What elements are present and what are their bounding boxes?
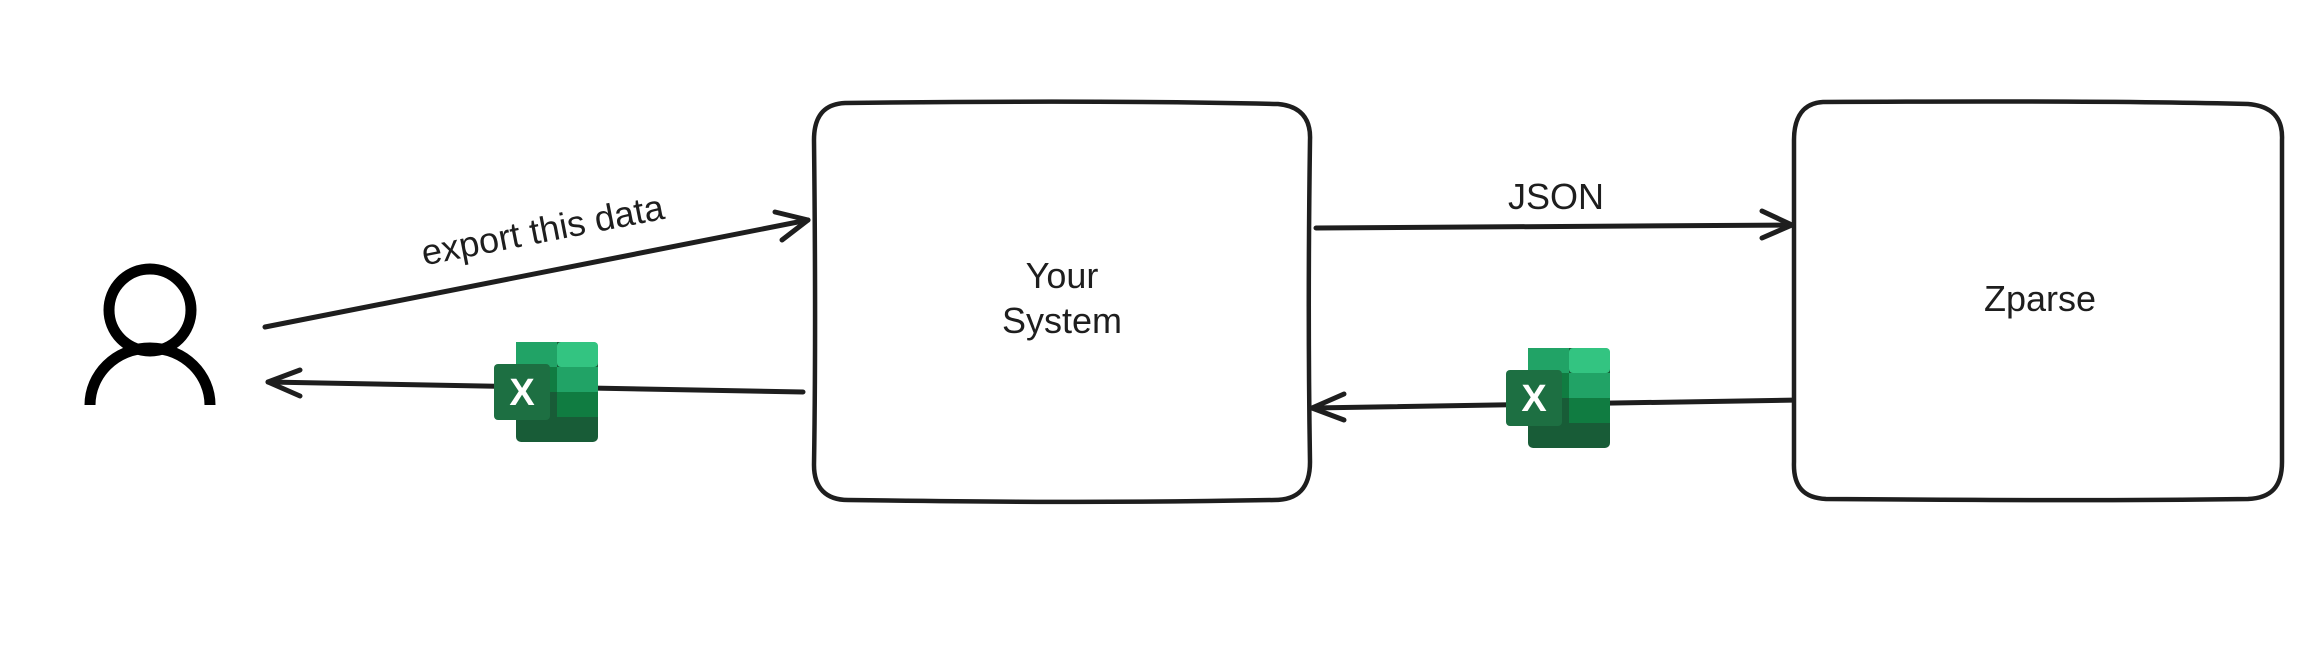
node-your-system[interactable]: Your System [811,99,1313,505]
excel-icon [1506,348,1610,448]
edge-zparse-to-system [1309,348,1803,448]
node-zparse[interactable]: Zparse [1791,99,2285,503]
excel-icon [494,342,598,442]
edge-system-to-zparse: JSON [1313,176,1795,241]
edge-user-to-system: export this data [262,186,811,330]
user-icon [84,263,216,406]
edge-label-json: JSON [1508,176,1604,217]
node-label-your: Your [1026,255,1099,296]
edge-system-to-user [265,342,806,442]
node-label-system: System [1002,300,1122,341]
node-label-zparse: Zparse [1984,278,2096,319]
edge-label-export: export this data [418,186,668,273]
